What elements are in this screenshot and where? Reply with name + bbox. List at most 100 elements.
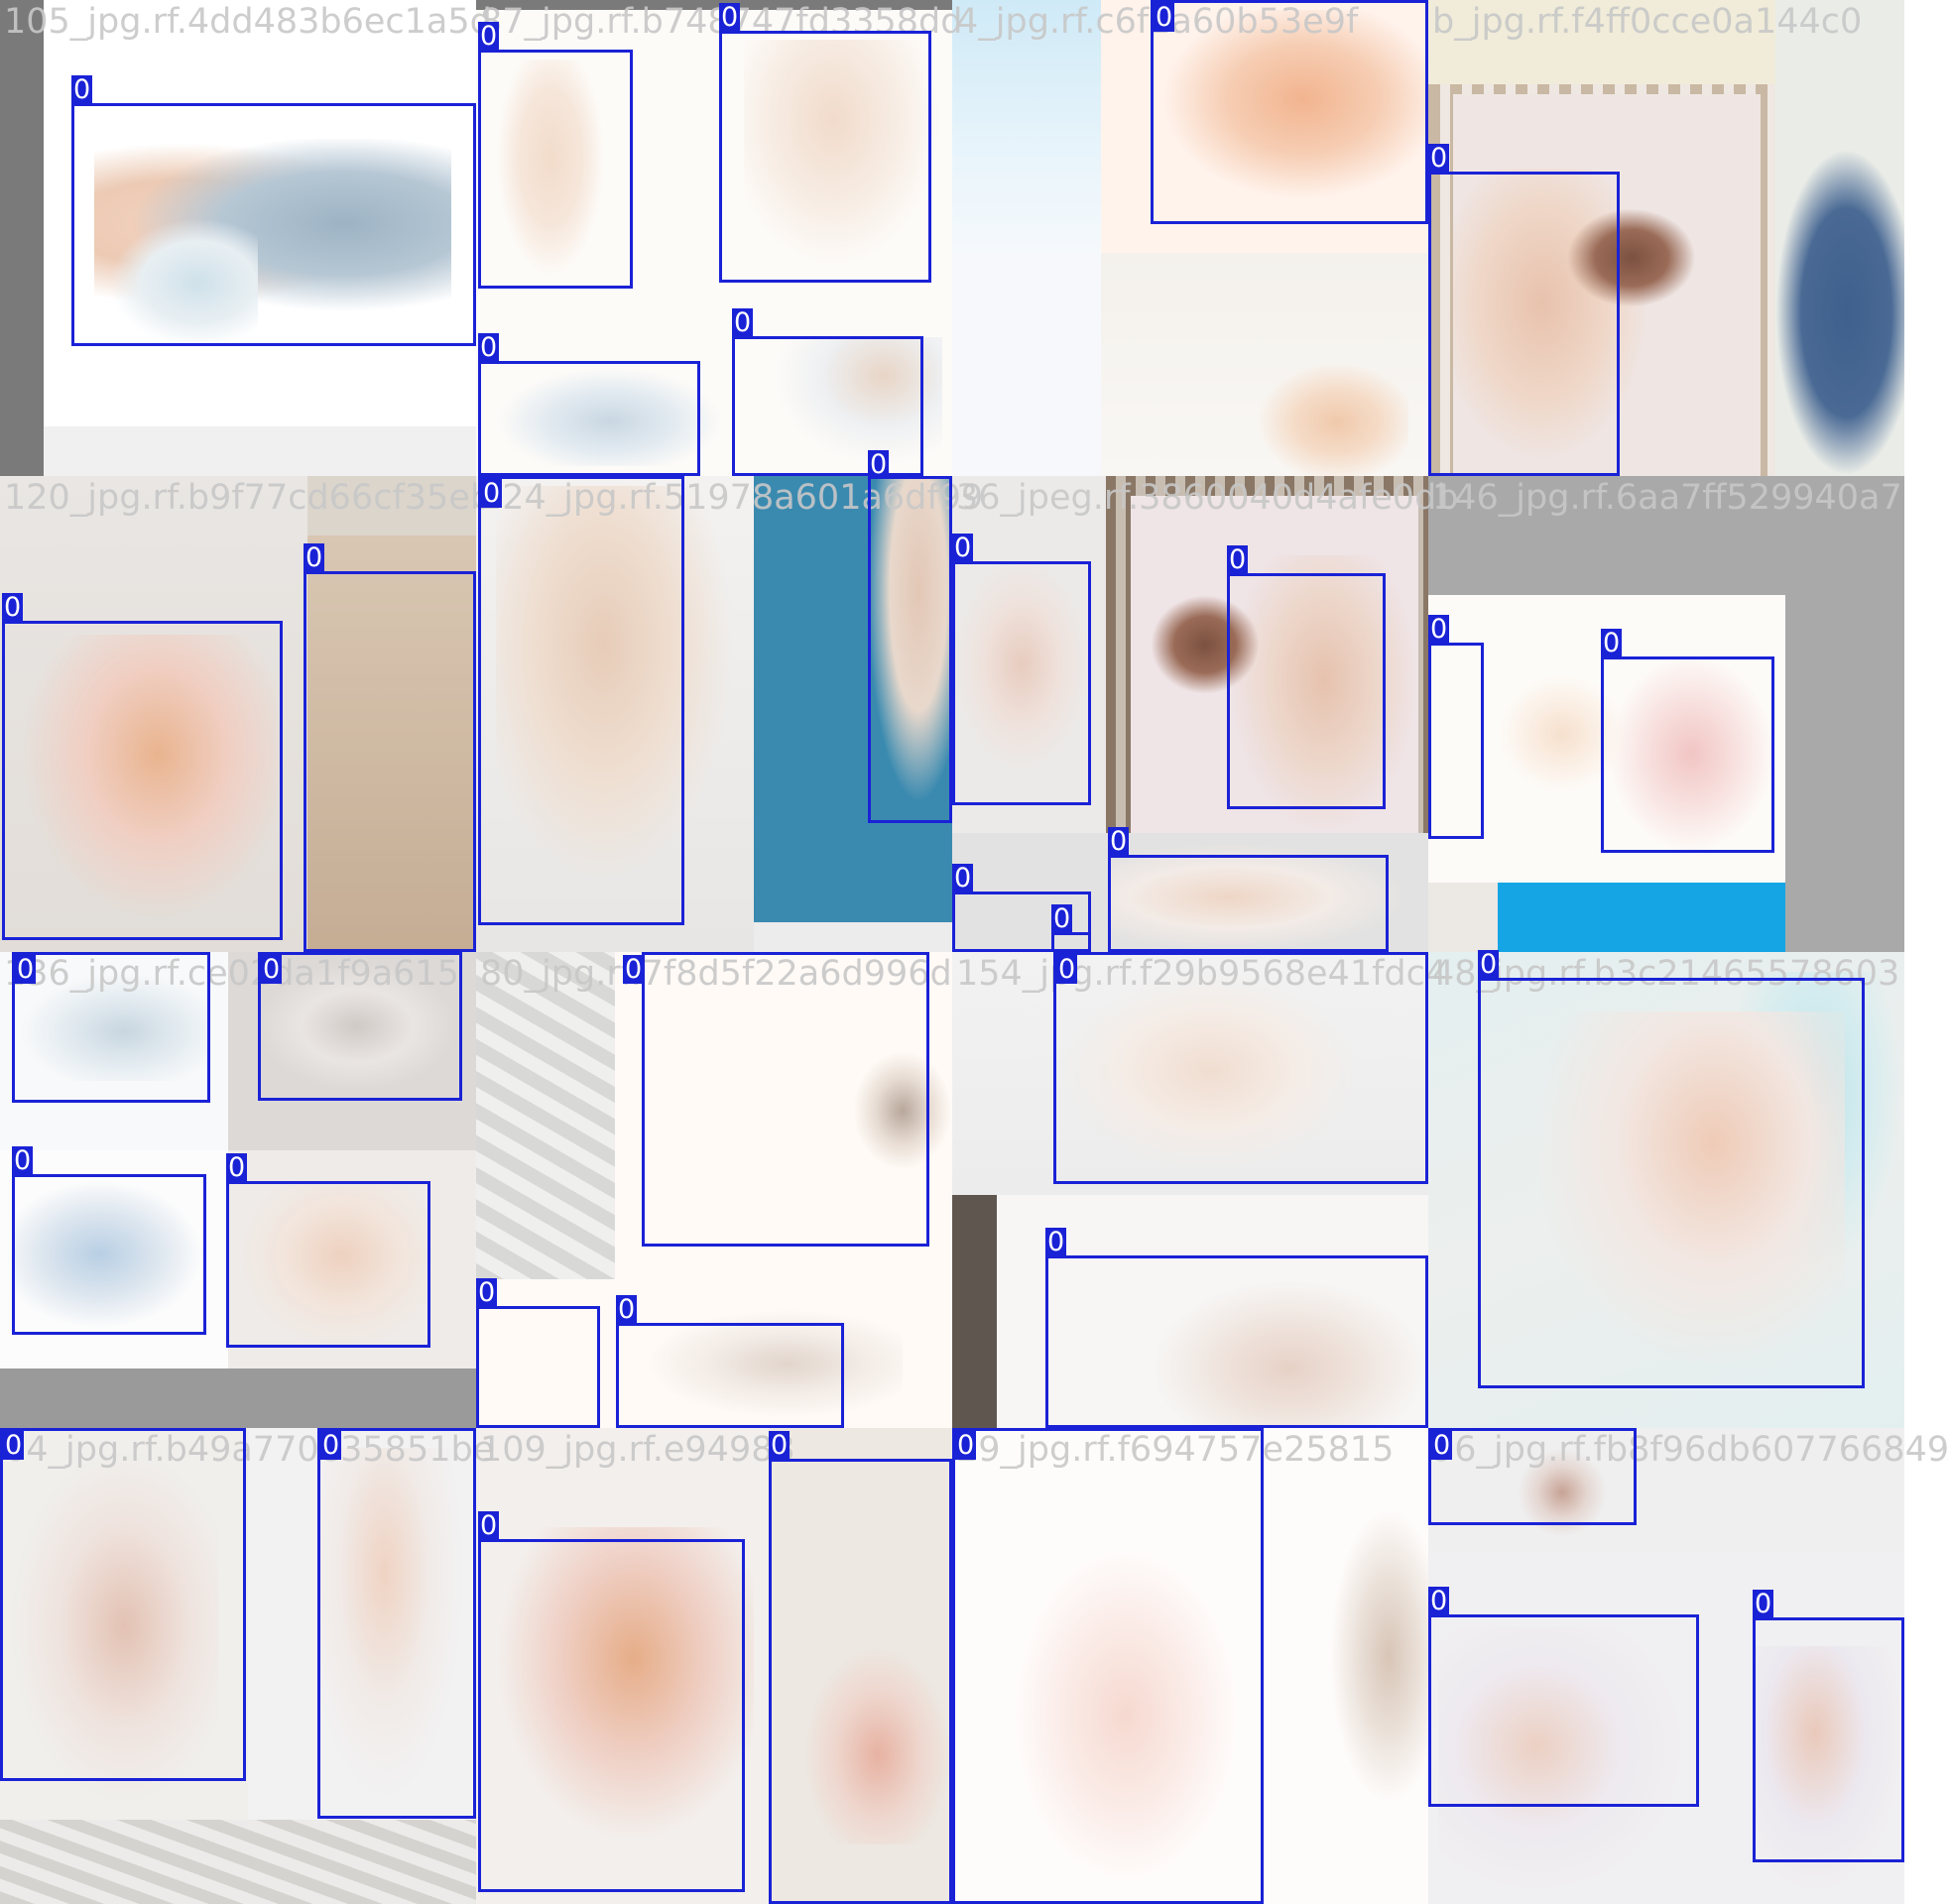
class-label: 0: [623, 954, 645, 985]
class-label: 0: [478, 1510, 500, 1541]
bounding-box: 0: [478, 22, 633, 289]
bounding-box: 0: [616, 1295, 844, 1428]
mosaic-tile-14: 109_jpg.rf.e94983 0 0: [476, 1428, 952, 1904]
bounding-box: 0: [2, 593, 283, 940]
class-label: 0: [769, 1430, 791, 1461]
mosaic-tile-15: 29_jpg.rf.f694757e25815 0: [952, 1428, 1428, 1904]
bounding-box: 0: [1227, 545, 1386, 809]
bounding-box: 0: [952, 534, 1091, 805]
class-label: 0: [1478, 949, 1500, 980]
bounding-box: 0: [952, 1428, 1264, 1904]
baby-photo: [1498, 674, 1627, 793]
class-label: 0: [12, 1145, 34, 1176]
mosaic-tile-6: 124_jpg.rf.51978a601a6df99 0 0: [476, 450, 983, 952]
class-label: 0: [1227, 544, 1249, 575]
bounding-box: 0: [1108, 827, 1389, 952]
bounding-box: 0: [258, 952, 462, 1101]
baby-photo: [1607, 654, 1775, 853]
plush-toy: [1151, 595, 1260, 694]
tile-caption: b_jpg.rf.f4ff0cce0a144c0: [1432, 2, 1863, 42]
tile-caption: 48_jpg.rf.b3c21465578603: [1432, 954, 1900, 994]
baby-photo: [496, 367, 724, 466]
tile-caption: 80_jpg.rf.7f8d5f22a6d996d: [480, 954, 952, 994]
class-label: 0: [476, 1277, 498, 1308]
class-label: 0: [719, 2, 741, 33]
class-label: 0: [955, 1430, 977, 1461]
bounding-box: 0: [478, 333, 700, 476]
tile-caption: 29_jpg.rf.f694757e25815: [956, 1430, 1395, 1470]
bounding-box: 0: [952, 864, 1091, 952]
baby-photo: [258, 962, 456, 1091]
blanket: [1775, 149, 1904, 476]
baby-photo: [496, 486, 734, 883]
tile-caption: 96_jpg.rf.fb8f96db607766849: [1432, 1430, 1949, 1470]
tile-caption: 154_jpg.rf.f29b9568e41fdc4: [956, 954, 1448, 994]
bounding-box: 0: [719, 3, 931, 283]
class-label: 0: [1051, 903, 1073, 934]
bounding-box: 0: [732, 308, 923, 476]
baby-photo: [853, 1051, 952, 1170]
bounding-box: 0: [71, 75, 476, 346]
tile-caption: 64_jpg.rf.b49a770e35851be: [4, 1430, 495, 1470]
class-label: 0: [15, 954, 37, 985]
bounding-box: 0: [12, 952, 210, 1103]
baby-photo: [15, 1180, 203, 1329]
mosaic-tile-2: 87_jpg.rf.b748747fd3358dd 0 0 0 0: [476, 0, 962, 476]
class-label: 0: [1431, 1430, 1453, 1461]
class-label: 0: [1753, 1589, 1774, 1619]
bounding-box: 0: [478, 1511, 745, 1892]
mosaic-tile-9: 136_jpg.rf.ce02da1f9a615 0 0 0 0: [0, 952, 476, 1428]
bounding-box: 0: [1428, 1428, 1637, 1525]
mosaic-tile-1: 105_jpg.rf.4dd483b6ec1a5d 0: [0, 0, 492, 476]
class-label: 0: [71, 74, 93, 105]
bounding-box: 0: [226, 1153, 430, 1348]
class-label: 0: [1428, 614, 1450, 645]
tile-caption: 136_jpg.rf.ce02da1f9a615: [4, 954, 459, 994]
class-label: 0: [952, 863, 974, 893]
class-label: 0: [1428, 1586, 1450, 1616]
bounding-box: 0: [478, 476, 684, 925]
baby-photo: [868, 476, 952, 803]
mosaic-tile-12: 48_jpg.rf.b3c21465578603 0: [1428, 949, 1904, 1428]
class-label: 0: [732, 307, 754, 338]
baby-photo: [10, 635, 278, 932]
baby-photo: [1111, 843, 1408, 952]
tile-caption: 36_jpeg.rf.3860040d4afe0db: [956, 478, 1459, 518]
mosaic-tile-4: b_jpg.rf.f4ff0cce0a144c0 0: [1428, 0, 1904, 476]
bounding-box: 0: [1053, 952, 1428, 1184]
tile-caption: 109_jpg.rf.e94983: [480, 1430, 795, 1470]
class-label: 0: [304, 542, 325, 573]
class-label: 0: [616, 1294, 638, 1325]
bounding-box: 0: [769, 1431, 952, 1904]
baby-photo: [20, 972, 208, 1081]
baby-photo: [744, 40, 942, 268]
tile-caption: 120_jpg.rf.b9f77cd66cf35eb: [4, 478, 493, 518]
baby-photo: [1518, 1012, 1845, 1388]
baby-photo: [952, 555, 1091, 774]
tile-caption: 124_jpg.rf.51978a601a6df99: [480, 478, 984, 518]
baby-photo: [1151, 1279, 1428, 1428]
class-label: 0: [868, 449, 890, 480]
baby-photo: [645, 1309, 903, 1418]
baby-photo: [10, 1448, 218, 1805]
class-label: 0: [952, 533, 974, 563]
baby-photo: [1061, 972, 1359, 1170]
baby-photo: [1329, 1507, 1428, 1805]
class-label: 0: [1601, 628, 1623, 658]
baby-photo: [1012, 1547, 1240, 1884]
baby-photo: [1756, 1646, 1904, 1894]
baby-photo: [238, 1180, 426, 1349]
bounding-box: 0: [317, 1428, 476, 1819]
baby-photo: [1230, 555, 1418, 833]
mosaic-tile-7: 36_jpeg.rf.3860040d4afe0db 0 0 0 0 0: [952, 476, 1459, 952]
bounding-box: 0: [0, 1428, 246, 1781]
baby-photo: [317, 1448, 466, 1805]
bounding-box: 0: [623, 952, 929, 1247]
mosaic-tile-3: 4_jpg.rf.c6f1a60b53e9f 0: [952, 0, 1428, 476]
class-label: 0: [478, 21, 500, 52]
baby-photo: [1151, 10, 1428, 208]
baby-photo: [774, 337, 942, 466]
class-label: 0: [3, 1430, 25, 1461]
mosaic-tile-10: 80_jpg.rf.7f8d5f22a6d996d 0 0 0: [476, 952, 952, 1428]
mosaic-tile-13: 64_jpg.rf.b49a770e35851be 0 0: [0, 1428, 494, 1904]
